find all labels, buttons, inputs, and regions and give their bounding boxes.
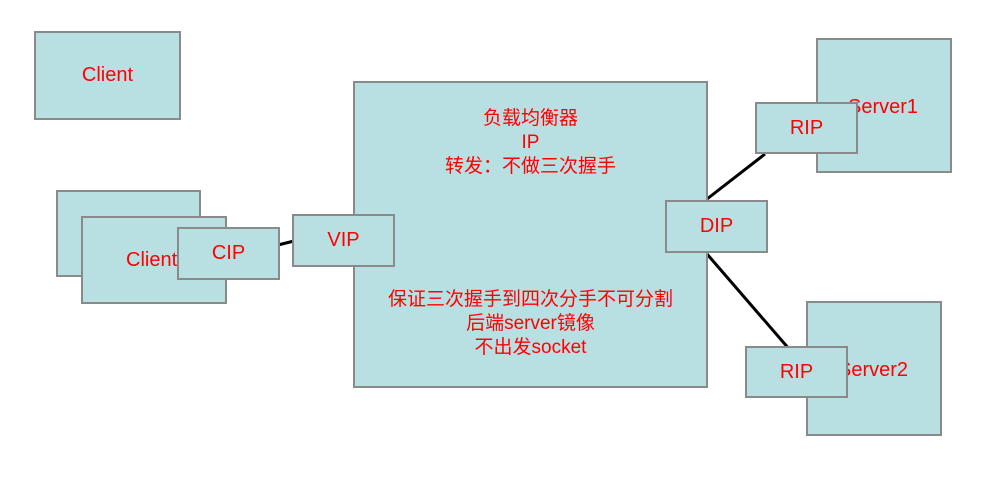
load-balancer-note1: 保证三次握手到四次分手不可分割 bbox=[387, 289, 673, 310]
server2-rip-box: RIP bbox=[745, 346, 848, 398]
server2-label: Server2 bbox=[838, 359, 909, 381]
load-balancer-ip: IP bbox=[521, 132, 540, 153]
vip-box: VIP bbox=[292, 214, 395, 267]
load-balancer-note3: 不出发socket bbox=[474, 337, 587, 358]
load-balancer-note2: 后端server镜像 bbox=[466, 313, 595, 334]
load-balancer-top-text: 负载均衡器 IP 转发：不做三次握手 bbox=[353, 107, 708, 179]
cip-box: CIP bbox=[177, 227, 280, 280]
client-label: Client bbox=[81, 64, 134, 86]
server1-rip-label: RIP bbox=[789, 116, 824, 139]
client-box-top: Client bbox=[34, 31, 181, 120]
server2-rip-label: RIP bbox=[779, 360, 814, 383]
dip-server1-link bbox=[706, 152, 766, 201]
server1-label: Server1 bbox=[848, 96, 919, 118]
client-stack-label: Client bbox=[126, 248, 178, 271]
cip-vip-link bbox=[277, 239, 295, 247]
cip-label: CIP bbox=[211, 242, 246, 264]
load-balancer-title: 负载均衡器 bbox=[482, 108, 578, 129]
dip-label: DIP bbox=[699, 215, 734, 237]
dip-box: DIP bbox=[665, 200, 768, 253]
load-balancer-forwarding: 转发：不做三次握手 bbox=[444, 156, 616, 177]
dip-server2-link bbox=[705, 253, 792, 351]
vip-label: VIP bbox=[327, 229, 360, 251]
load-balancer-bottom-text: 保证三次握手到四次分手不可分割 后端server镜像 不出发socket bbox=[353, 288, 708, 360]
server1-rip-box: RIP bbox=[755, 102, 858, 154]
